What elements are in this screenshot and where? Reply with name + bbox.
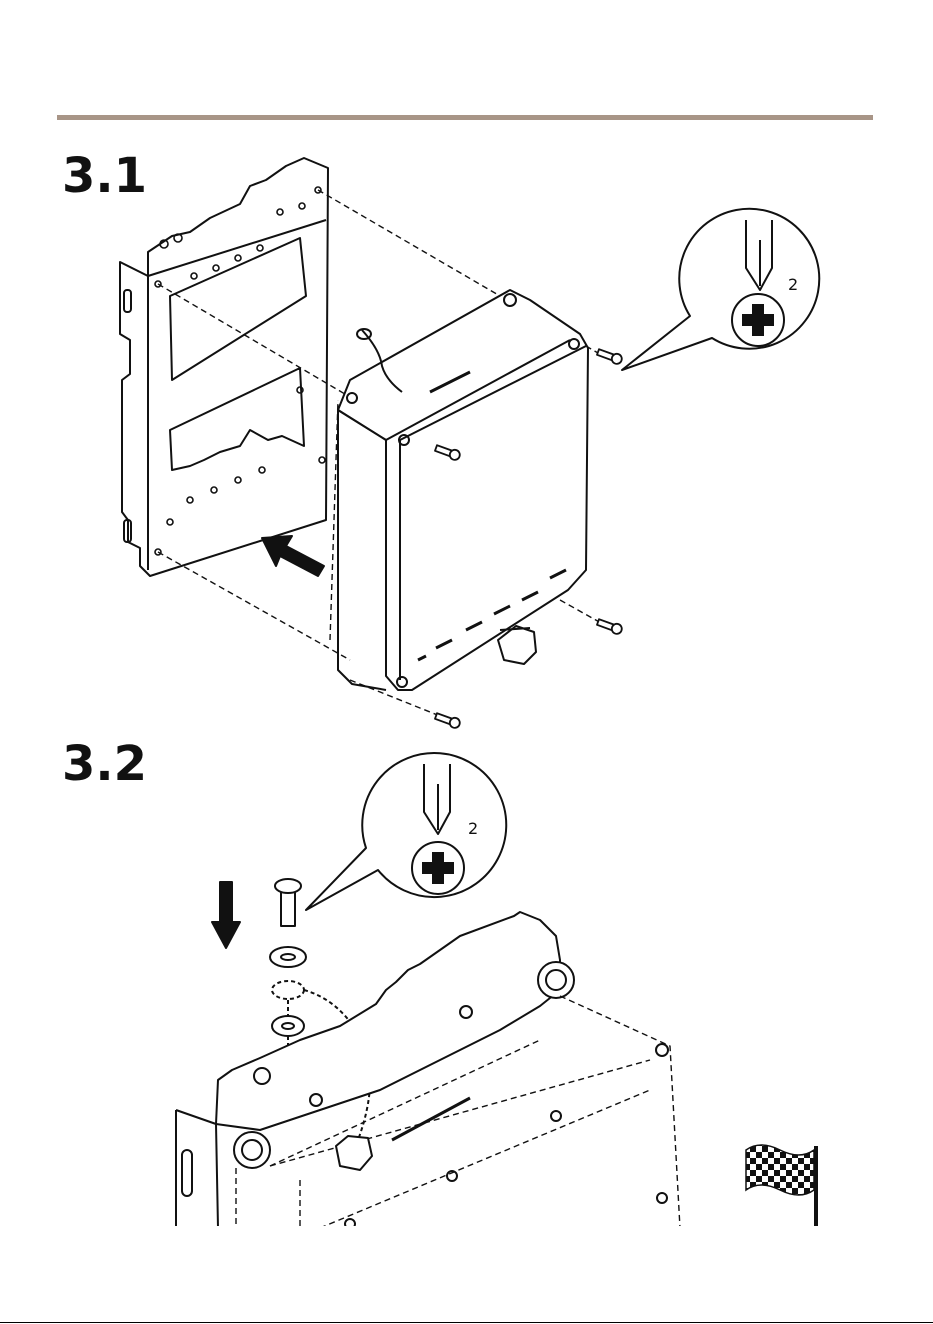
footer-rule [0, 1322, 933, 1323]
checkered-flag-icon [746, 1145, 816, 1226]
push-arrow-icon [262, 536, 324, 576]
step-3-2-drawing [160, 753, 690, 1229]
step-3-1-drawing [120, 158, 819, 729]
tool-size-label-2: 2 [468, 819, 478, 838]
wall-bracket [120, 158, 328, 576]
down-arrow-icon [212, 882, 240, 948]
tool-size-label-1: 2 [788, 275, 798, 294]
bracket-and-enclosure [176, 912, 680, 1229]
enclosure [338, 290, 588, 690]
